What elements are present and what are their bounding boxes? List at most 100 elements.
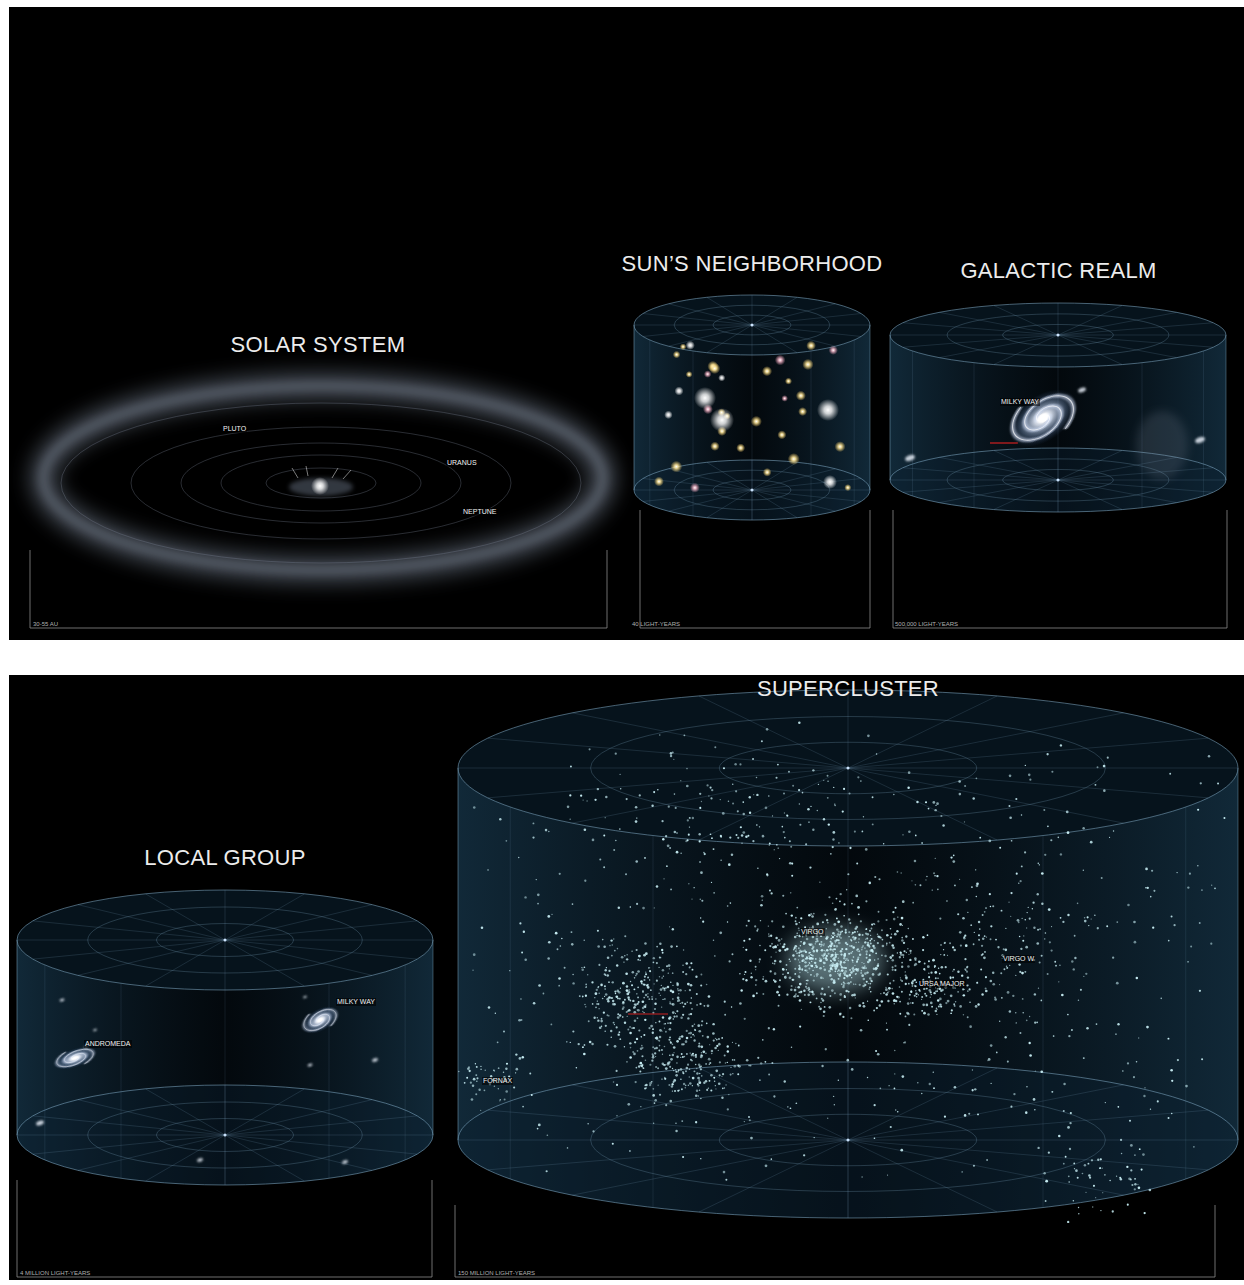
art-part bbox=[832, 949, 834, 951]
art-part bbox=[705, 1052, 707, 1054]
art-part bbox=[669, 469, 752, 490]
art-part bbox=[510, 807, 511, 1179]
art-part bbox=[794, 989, 797, 992]
art-part bbox=[959, 879, 960, 880]
art-part bbox=[762, 366, 772, 376]
art-part bbox=[866, 981, 868, 983]
art-part bbox=[617, 1016, 620, 1019]
art-part bbox=[854, 340, 855, 505]
art-part bbox=[782, 945, 784, 947]
art-part bbox=[796, 952, 798, 954]
art-part bbox=[1073, 1163, 1075, 1165]
art-part bbox=[820, 976, 823, 979]
art-part bbox=[850, 952, 852, 954]
art-part bbox=[1058, 335, 1059, 367]
art-part bbox=[680, 1068, 683, 1071]
art-part bbox=[624, 935, 626, 937]
art-part bbox=[934, 971, 937, 974]
cylinder bbox=[890, 303, 1226, 512]
art-part bbox=[628, 989, 630, 991]
art-part bbox=[676, 984, 679, 987]
art-part bbox=[642, 991, 644, 993]
art-part bbox=[959, 1005, 962, 1008]
art-part bbox=[735, 1043, 737, 1045]
art-part bbox=[1088, 1174, 1091, 1177]
art-part bbox=[673, 1046, 676, 1049]
art-part bbox=[798, 975, 801, 978]
art-part bbox=[681, 1002, 683, 1004]
art-part bbox=[520, 998, 521, 999]
art-part bbox=[663, 1064, 665, 1066]
art-part bbox=[614, 1045, 617, 1048]
art-part bbox=[1058, 335, 1226, 336]
art-part bbox=[643, 325, 752, 336]
art-part bbox=[815, 958, 817, 960]
art-part bbox=[689, 967, 691, 969]
art-part bbox=[1058, 367, 1059, 512]
art-part bbox=[608, 981, 610, 983]
art-part bbox=[1045, 1180, 1048, 1183]
art-part bbox=[727, 1050, 729, 1052]
art-part bbox=[1089, 1177, 1091, 1179]
art-part bbox=[71, 1055, 80, 1061]
art-part bbox=[692, 1053, 694, 1055]
art-part bbox=[145, 894, 225, 940]
art-part bbox=[865, 967, 867, 969]
art-part bbox=[882, 939, 884, 941]
art-part bbox=[836, 936, 838, 938]
art-part bbox=[1085, 1192, 1086, 1193]
art-part bbox=[903, 468, 1058, 480]
art-part bbox=[655, 1056, 656, 1057]
art-part bbox=[885, 988, 888, 991]
art-part bbox=[620, 988, 621, 989]
art-part bbox=[773, 979, 775, 981]
art-part bbox=[699, 1090, 701, 1092]
art-part bbox=[653, 836, 654, 1208]
art-part bbox=[697, 1084, 699, 1086]
art-part bbox=[475, 1093, 477, 1095]
art-part bbox=[505, 1090, 508, 1093]
art-part bbox=[799, 922, 800, 923]
art-part bbox=[742, 831, 745, 834]
art-part bbox=[649, 970, 651, 972]
art-part bbox=[752, 325, 753, 355]
art-part bbox=[1084, 920, 1087, 923]
art-part bbox=[643, 1005, 646, 1008]
art-part bbox=[728, 960, 730, 962]
art-part bbox=[668, 805, 670, 807]
art-part bbox=[624, 955, 625, 956]
art-part bbox=[941, 989, 943, 991]
art-part bbox=[700, 1056, 703, 1059]
art-part bbox=[610, 939, 612, 941]
art-part bbox=[622, 982, 625, 985]
art-part bbox=[643, 954, 646, 957]
art-part bbox=[798, 952, 800, 954]
art-part bbox=[591, 981, 593, 983]
art-part bbox=[644, 1088, 646, 1090]
art-part bbox=[659, 1021, 661, 1023]
art-part bbox=[688, 1084, 690, 1086]
art-part bbox=[730, 1074, 732, 1076]
art-part bbox=[900, 951, 902, 953]
art-part bbox=[1087, 1163, 1089, 1165]
art-part bbox=[691, 1008, 693, 1010]
art-part bbox=[735, 834, 737, 836]
art-part bbox=[642, 1011, 643, 1012]
art-part bbox=[1100, 1167, 1101, 1168]
art-part bbox=[721, 1076, 722, 1077]
art-part bbox=[798, 965, 800, 967]
art-part bbox=[854, 965, 855, 966]
art-part bbox=[937, 888, 939, 890]
art-part bbox=[811, 991, 813, 993]
art-part bbox=[925, 995, 927, 997]
art-part bbox=[963, 989, 964, 990]
art-part bbox=[604, 1031, 606, 1033]
art-part bbox=[624, 999, 626, 1001]
art-part bbox=[922, 936, 924, 938]
art-part bbox=[659, 956, 661, 958]
art-part bbox=[694, 1029, 696, 1031]
art-part bbox=[848, 768, 1238, 769]
art-part bbox=[607, 1014, 609, 1016]
art-part bbox=[738, 1065, 741, 1068]
art-part bbox=[891, 988, 893, 990]
